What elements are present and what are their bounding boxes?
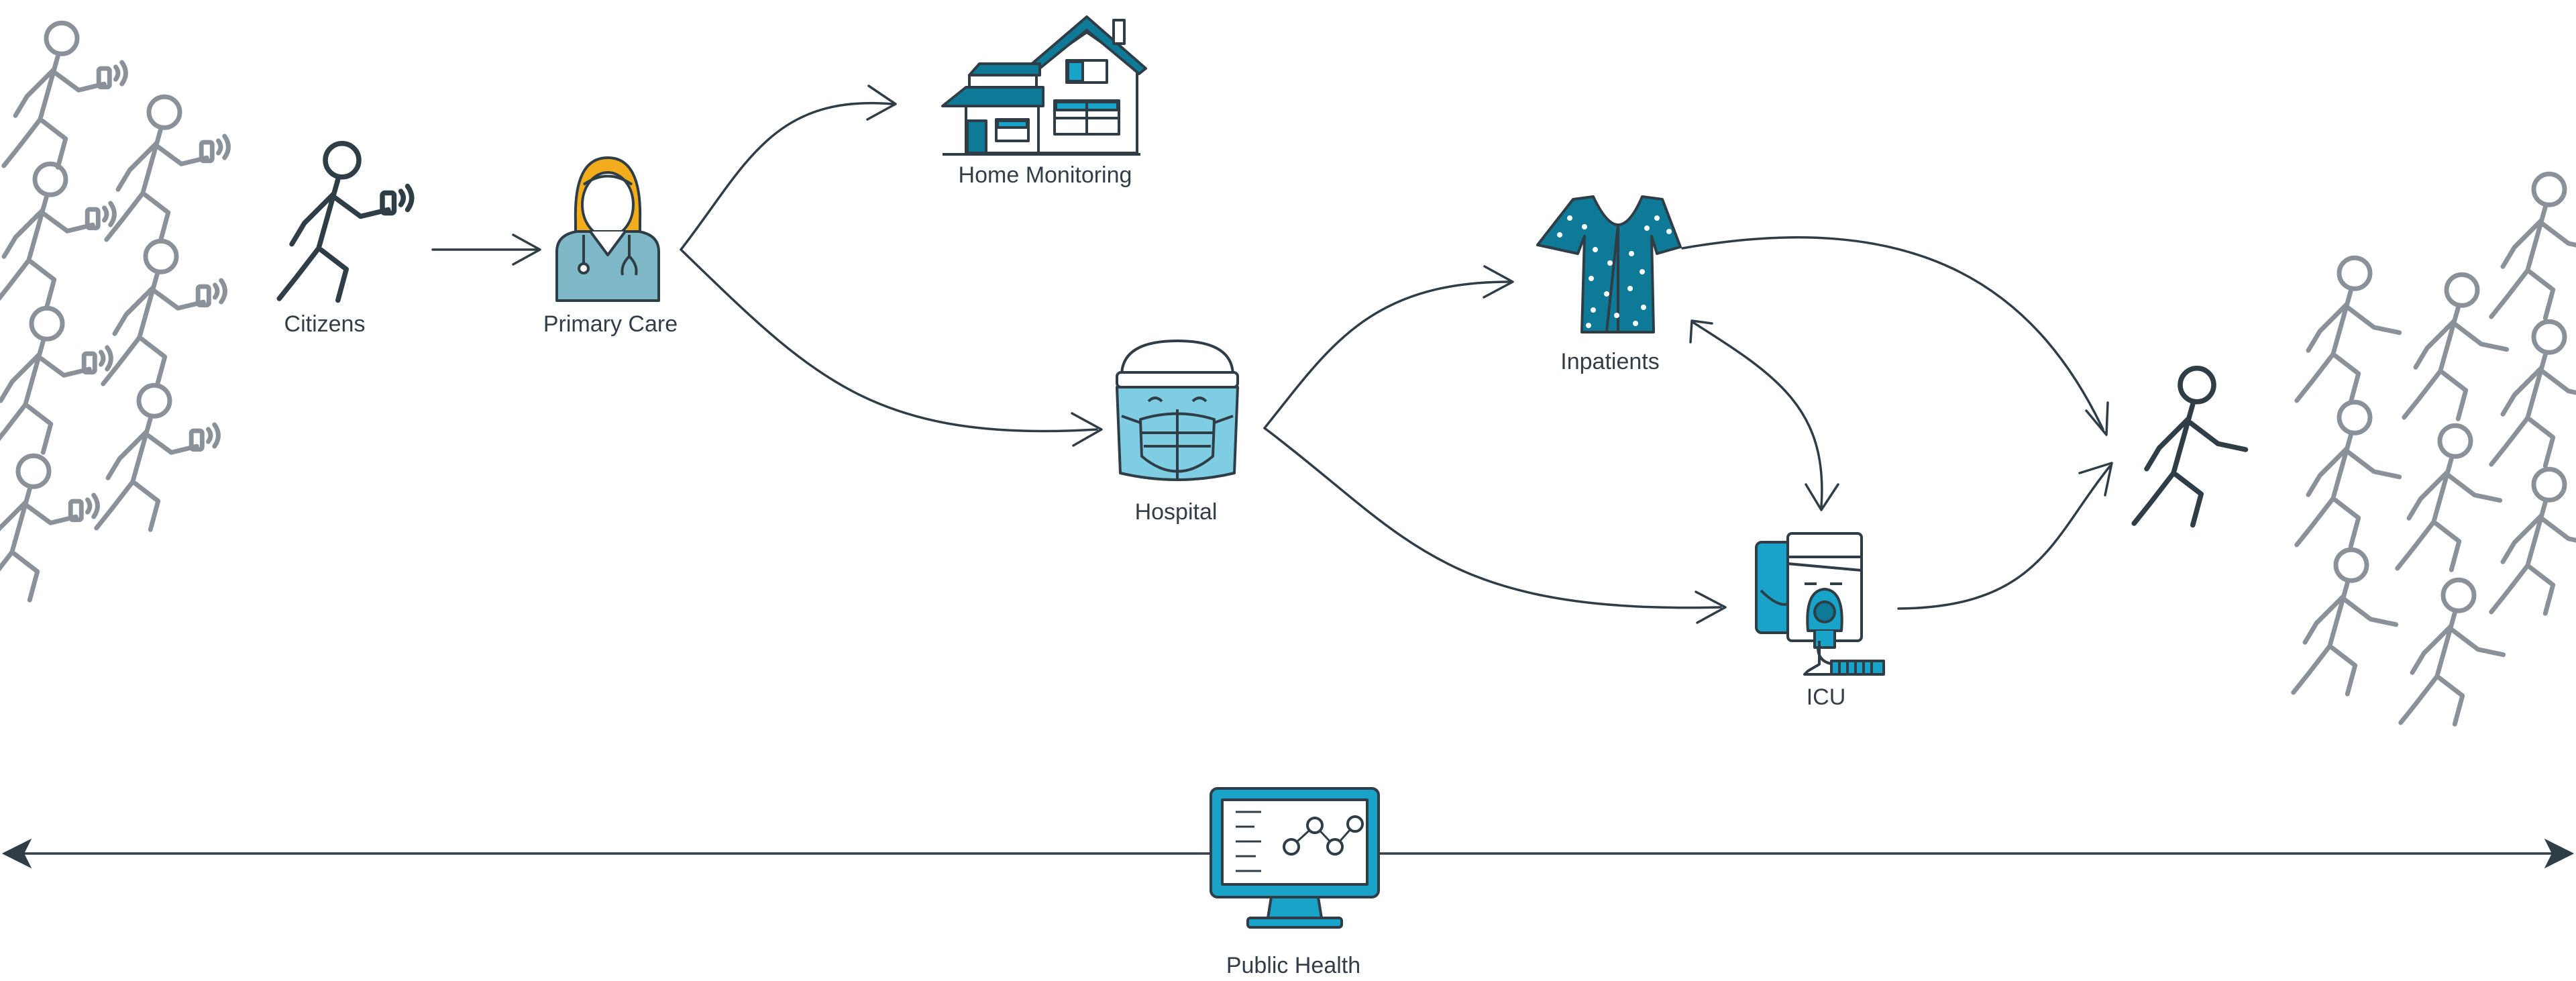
- primary-care-label: Primary Care: [543, 311, 678, 337]
- hospital-node: Hospital: [1116, 340, 1239, 525]
- walking-person-phone-icon: [4, 23, 126, 167]
- hospital-gown-icon: [1536, 195, 1682, 333]
- walking-person-icon: [2404, 274, 2507, 419]
- doctor-icon: [555, 156, 660, 302]
- recovered-node: [2134, 368, 2245, 525]
- arrow-inpatients-icu-bidirectional: [1689, 319, 1839, 511]
- walking-person-icon: [2491, 174, 2576, 318]
- arrow-inpatients-to-recovered: [1681, 236, 2109, 436]
- walking-person-phone-icon: [279, 144, 412, 301]
- arrow-hospital-to-inpatients: [1263, 265, 1514, 429]
- face-shield-mask-icon: [1116, 340, 1239, 481]
- home-monitoring-label: Home Monitoring: [959, 162, 1132, 188]
- house-icon: [941, 15, 1147, 156]
- walking-person-icon: [2401, 580, 2504, 724]
- hospital-label: Hospital: [1135, 499, 1218, 525]
- monitor-chart-icon: [1210, 787, 1380, 929]
- citizens-node: Citizens: [279, 144, 412, 337]
- walking-person-icon: [2491, 469, 2576, 613]
- walking-person-phone-icon: [107, 97, 229, 241]
- arrow-hospital-to-icu: [1263, 427, 1727, 624]
- walking-person-phone-icon: [0, 456, 97, 600]
- primary-care-node: Primary Care: [543, 156, 678, 337]
- timeline-arrow-right: [2544, 838, 2575, 869]
- walking-person-icon: [2398, 425, 2500, 570]
- left-crowd: [0, 23, 228, 600]
- arrow-citizens-to-primary-care: [431, 234, 541, 266]
- icu-node: ICU: [1755, 532, 1885, 710]
- inpatients-node: Inpatients: [1536, 195, 1682, 374]
- citizens-label: Citizens: [284, 311, 366, 337]
- arrow-icu-to-recovered: [1897, 462, 2113, 610]
- walking-person-phone-icon: [0, 164, 114, 308]
- flow-arrows: [431, 85, 2113, 624]
- gown-pattern: [1557, 215, 1672, 328]
- inpatients-label: Inpatients: [1560, 349, 1659, 374]
- home-monitoring-node: Home Monitoring: [941, 15, 1147, 188]
- walking-person-phone-icon: [103, 241, 225, 385]
- walking-person-icon: [2294, 550, 2396, 694]
- public-health-node: Public Health: [1210, 787, 1380, 978]
- walking-person-icon: [2297, 402, 2400, 546]
- walking-person-phone-icon: [0, 308, 111, 452]
- public-health-label: Public Health: [1226, 953, 1360, 978]
- walking-person-phone-icon: [97, 385, 219, 529]
- walking-person-icon: [2134, 368, 2245, 525]
- arrow-primary-care-to-home-monitoring: [680, 85, 897, 251]
- walking-person-icon: [2297, 258, 2400, 402]
- right-crowd: [2294, 174, 2576, 724]
- ventilator-monitor-icon: [1755, 532, 1885, 676]
- arrow-primary-care-to-hospital: [680, 248, 1103, 447]
- icu-label: ICU: [1807, 684, 1846, 710]
- timeline-arrow-left: [1, 838, 32, 869]
- walking-person-icon: [2491, 321, 2576, 466]
